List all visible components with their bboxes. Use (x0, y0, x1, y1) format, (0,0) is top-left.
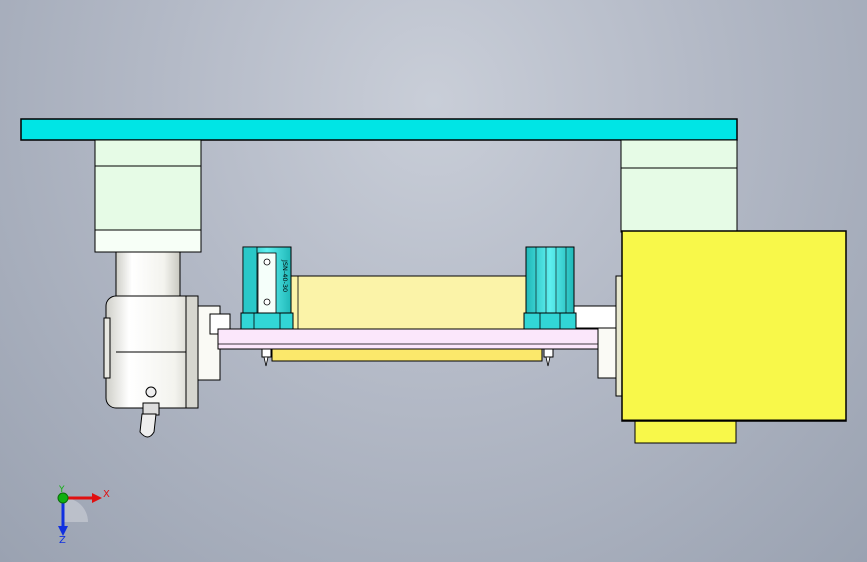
right-clamp-cylinder[interactable] (523, 246, 577, 330)
left-column-block[interactable] (94, 139, 202, 253)
slider-plate[interactable] (217, 328, 599, 350)
top-rail[interactable] (20, 118, 738, 141)
z-axis-label: Z (59, 535, 66, 546)
left-locating-pin[interactable] (261, 348, 272, 367)
left-motor[interactable] (103, 251, 199, 438)
lower-guide-strip[interactable] (271, 348, 543, 362)
x-axis-label: X (103, 489, 110, 500)
coordinate-triad: X Y Z (57, 485, 110, 546)
right-side-block[interactable] (621, 230, 847, 444)
cylinder-model-label: JSN-40-30 (281, 259, 289, 292)
right-coupling[interactable] (573, 275, 625, 397)
right-column-block[interactable] (620, 139, 738, 233)
right-locating-pin[interactable] (543, 348, 554, 367)
y-axis-label: Y (58, 485, 65, 495)
y-axis-dot (57, 492, 69, 504)
left-clamp-cylinder[interactable]: JSN-40-30 (240, 246, 294, 330)
fixture-plate[interactable] (288, 275, 558, 330)
